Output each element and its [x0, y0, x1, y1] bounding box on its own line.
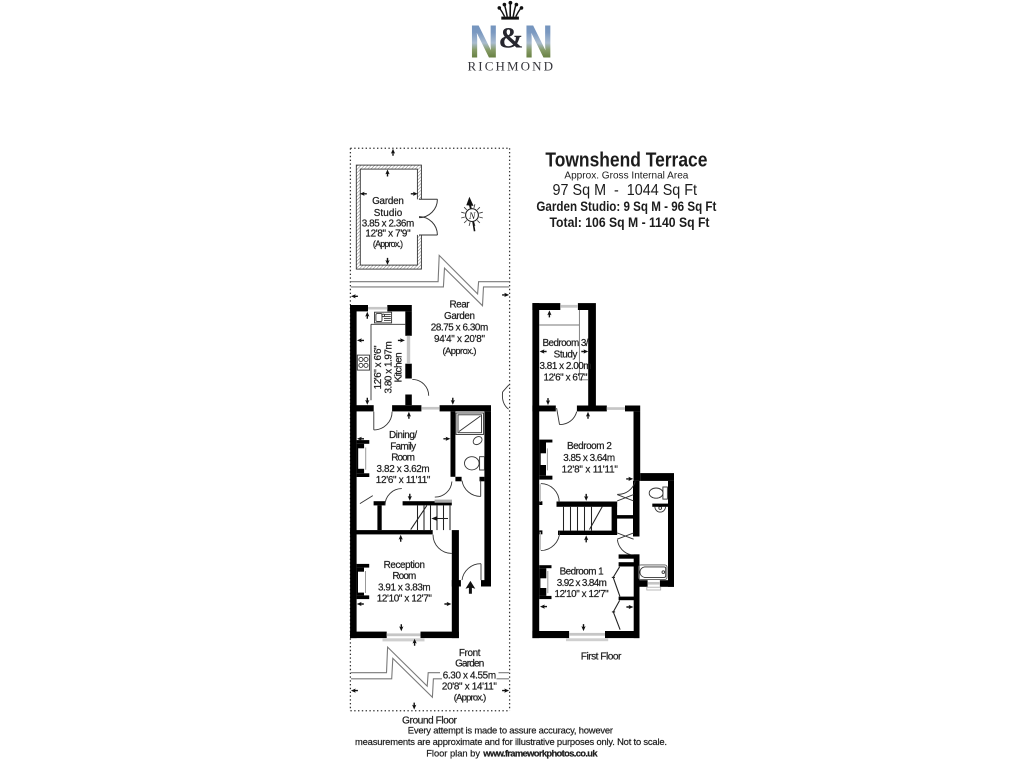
- svg-text:3.85 x 3.64m: 3.85 x 3.64m: [563, 453, 615, 464]
- svg-text:Garden Studio: 9 Sq M - 96 Sq: Garden Studio: 9 Sq M - 96 Sq Ft: [536, 199, 716, 214]
- svg-text:Studio: Studio: [374, 208, 403, 219]
- svg-text:28.75 x 6.30m: 28.75 x 6.30m: [431, 323, 488, 334]
- svg-text:Townshend Terrace: Townshend Terrace: [545, 149, 707, 172]
- svg-text:3.85 x 2.36m: 3.85 x 2.36m: [362, 219, 414, 230]
- svg-text:Family: Family: [390, 442, 416, 453]
- svg-text:(Approx.): (Approx.): [443, 345, 477, 356]
- svg-text:Bedroom 2: Bedroom 2: [567, 441, 612, 452]
- svg-text:Approx. Gross Internal Area: Approx. Gross Internal Area: [564, 171, 688, 182]
- svg-text:Floor plan by: Floor plan by: [426, 747, 480, 758]
- svg-text:Room: Room: [391, 453, 415, 464]
- svg-text:94'4" x 20'8": 94'4" x 20'8": [434, 334, 485, 345]
- svg-text:Garden: Garden: [455, 658, 484, 669]
- svg-text:3.80 x 1.97m: 3.80 x 1.97m: [383, 341, 394, 393]
- svg-text:Study: Study: [554, 349, 578, 360]
- svg-text:12'8" x 7'9": 12'8" x 7'9": [365, 229, 411, 240]
- svg-text:&: &: [499, 21, 524, 54]
- svg-text:N: N: [524, 16, 553, 68]
- svg-text:N: N: [469, 16, 498, 68]
- svg-text:(Approx.): (Approx.): [454, 692, 486, 703]
- svg-text:Ground Floor: Ground Floor: [402, 716, 457, 727]
- svg-text:12'6" x 6'7": 12'6" x 6'7": [544, 372, 588, 383]
- svg-text:12'6" x 11'11": 12'6" x 11'11": [376, 475, 431, 486]
- svg-text:Front: Front: [459, 648, 481, 659]
- svg-text:3.92 x 3.84m: 3.92 x 3.84m: [557, 578, 607, 589]
- svg-text:3.91 x 3.83m: 3.91 x 3.83m: [378, 583, 431, 594]
- svg-text:3.81 x 2.00m: 3.81 x 2.00m: [540, 361, 592, 372]
- svg-text:(Approx.): (Approx.): [373, 239, 403, 249]
- svg-text:Garden: Garden: [444, 311, 475, 322]
- svg-text:Bedroom 3/: Bedroom 3/: [543, 338, 589, 349]
- svg-text:12'8" x 11'11": 12'8" x 11'11": [562, 464, 619, 475]
- svg-text:12'10" x 12'7": 12'10" x 12'7": [555, 589, 610, 600]
- svg-text:3.82 x 3.62m: 3.82 x 3.62m: [377, 464, 430, 475]
- svg-text:20'8" x 14'11": 20'8" x 14'11": [442, 682, 497, 693]
- svg-text:N: N: [468, 211, 476, 222]
- svg-text:Garden: Garden: [372, 196, 404, 207]
- svg-text:measurements are approximate a: measurements are approximate and for ill…: [355, 736, 667, 747]
- svg-text:First Floor: First Floor: [581, 652, 622, 663]
- svg-text:Reception: Reception: [384, 560, 425, 571]
- svg-text:Dining/: Dining/: [389, 430, 417, 441]
- svg-text:12'10" x 12'7": 12'10" x 12'7": [377, 593, 433, 604]
- svg-text:6.30 x 4.55m: 6.30 x 4.55m: [443, 670, 496, 681]
- svg-text:www.frameworkphotos.co.uk: www.frameworkphotos.co.uk: [482, 747, 598, 758]
- svg-text:97 Sq M - 1044 Sq Ft: 97 Sq M - 1044 Sq Ft: [553, 182, 698, 199]
- svg-text:Rear: Rear: [449, 299, 470, 310]
- svg-text:Bedroom 1: Bedroom 1: [560, 566, 605, 577]
- svg-text:Room: Room: [392, 571, 416, 582]
- svg-text:Every attempt is made to assur: Every attempt is made to assure accuracy…: [408, 724, 613, 735]
- svg-text:Kitchen: Kitchen: [394, 352, 405, 382]
- svg-text:Total: 106 Sq M - 1140 Sq Ft: Total: 106 Sq M - 1140 Sq Ft: [550, 215, 710, 230]
- svg-text:RICHMOND: RICHMOND: [468, 58, 556, 73]
- svg-text:12'6" x 6'6": 12'6" x 6'6": [373, 345, 384, 389]
